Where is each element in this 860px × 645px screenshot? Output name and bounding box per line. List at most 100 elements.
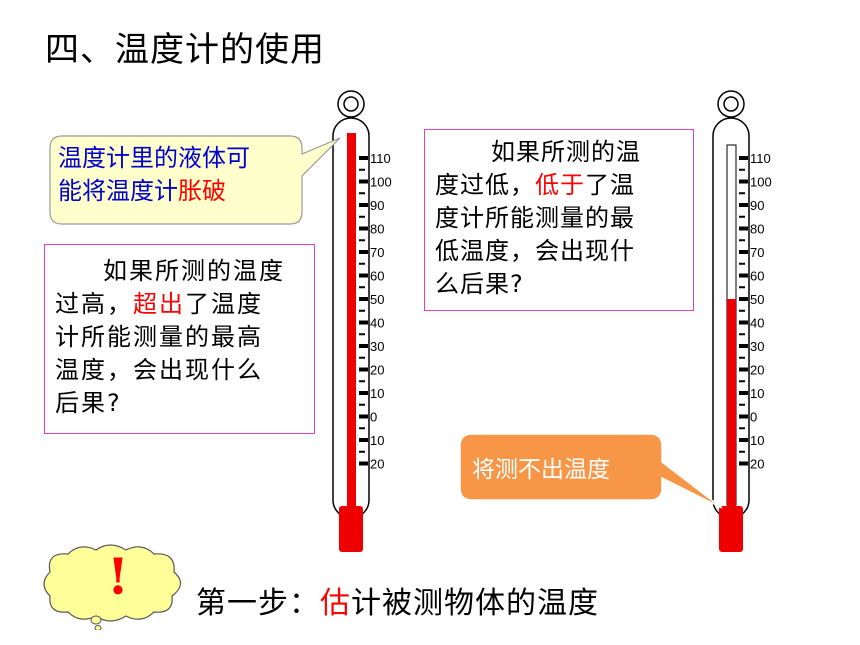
question-low-line1: 如果所测的温 <box>491 138 641 166</box>
question-high-line5: 后果? <box>55 389 122 417</box>
liquid-column <box>727 299 736 508</box>
step-suffix: 计被测物体的温度 <box>351 586 599 621</box>
scale-minor-tick <box>359 427 365 430</box>
scale-label: 70 <box>750 245 764 260</box>
scale-tick <box>359 203 368 207</box>
scale-tick <box>739 273 748 278</box>
liquid-bulb <box>339 506 363 552</box>
question-high-line2b: 了温度 <box>185 290 263 318</box>
scale-label: 100 <box>750 175 772 190</box>
scale-tick <box>739 226 748 231</box>
scale-label: 100 <box>370 175 392 190</box>
scale-tick <box>359 179 368 184</box>
scale-minor-tick <box>739 427 745 430</box>
step-one: 第一步：估计被测物体的温度 <box>196 578 599 622</box>
scale-minor-tick <box>359 380 365 383</box>
scale-label: 40 <box>370 316 384 331</box>
scale-tick <box>359 367 368 372</box>
scale-minor-tick <box>359 286 365 289</box>
liquid-bulb <box>719 506 743 552</box>
question-high-line2a: 过高， <box>55 290 133 318</box>
scale-minor-tick <box>739 192 745 195</box>
scale-tick <box>739 414 748 419</box>
scale-tick <box>359 438 368 442</box>
scale-label: 90 <box>370 198 384 213</box>
scale-tick <box>739 297 748 301</box>
question-box-high: 如果所测的温度 过高，超出了温度 计所能测量的最高 温度，会出现什么 后果? <box>44 244 315 434</box>
scale-minor-tick <box>359 168 365 171</box>
scale-minor-tick <box>739 309 745 312</box>
scale-label: 20 <box>750 363 764 378</box>
scale-label: 80 <box>750 222 764 237</box>
scale-label: 40 <box>750 316 764 331</box>
scale-minor-tick <box>739 215 745 218</box>
hang-ring-inner <box>723 96 739 112</box>
scale-tick <box>359 250 368 254</box>
scale-tick <box>359 320 368 325</box>
question-high-line4: 温度，会出现什么 <box>55 356 263 384</box>
question-low-line2a: 度过低， <box>435 171 535 199</box>
callout-burst-text: 温度计里的液体可 能将温度计胀破 <box>58 142 308 208</box>
scale-minor-tick <box>739 286 745 289</box>
scale-label: 10 <box>370 433 384 448</box>
scale-tick <box>359 414 368 419</box>
scale-tick <box>359 344 368 348</box>
scale-minor-tick <box>739 403 745 406</box>
scale-tick <box>359 226 368 231</box>
scale-minor-tick <box>739 356 745 359</box>
scale-label: 110 <box>370 151 391 166</box>
scale-tick <box>739 179 748 184</box>
scale-minor-tick <box>739 168 745 171</box>
question-high-highlight: 超出 <box>133 290 185 318</box>
question-box-low: 如果所测的温 度过低，低于了温 度计所能测量的最 低温度，会出现什 么后果? <box>424 129 694 311</box>
scale-tick <box>739 438 748 442</box>
scale-tick <box>359 273 368 278</box>
scale-label: 30 <box>370 339 384 354</box>
scale-label: 50 <box>750 292 764 307</box>
scale-minor-tick <box>359 309 365 312</box>
scale-label: 20 <box>370 457 384 472</box>
scale-tick <box>739 391 748 395</box>
scale-label: 0 <box>370 410 377 425</box>
scale-label: 20 <box>370 363 384 378</box>
scale-label: 60 <box>750 269 764 284</box>
scale-tick <box>739 156 748 160</box>
scale-label: 110 <box>750 151 771 166</box>
hang-ring-inner <box>343 96 359 112</box>
scale-tick <box>739 367 748 372</box>
scale-minor-tick <box>359 215 365 218</box>
scale-minor-tick <box>739 239 745 242</box>
scale-label: 10 <box>750 433 764 448</box>
scale-label: 50 <box>370 292 384 307</box>
scale-minor-tick <box>739 450 745 453</box>
scale-tick <box>739 203 748 207</box>
scale-minor-tick <box>359 333 365 336</box>
scale-label: 0 <box>750 410 757 425</box>
scale-minor-tick <box>359 262 365 265</box>
scale-label: 10 <box>750 386 764 401</box>
thought-cloud: ! <box>43 544 182 630</box>
callout-burst-line2: 能将温度计 <box>58 177 178 205</box>
callout-burst-line1: 温度计里的液体可 <box>58 144 250 172</box>
question-low-line5: 么后果? <box>435 270 524 298</box>
scale-minor-tick <box>739 262 745 265</box>
callout-unmeasurable-bubble <box>460 433 723 509</box>
scale-tick <box>739 320 748 325</box>
question-low-highlight: 低于 <box>535 171 585 199</box>
scale-minor-tick <box>739 333 745 336</box>
scale-label: 70 <box>370 245 384 260</box>
scale-label: 20 <box>750 457 764 472</box>
scale-minor-tick <box>359 356 365 359</box>
scale-minor-tick <box>359 192 365 195</box>
scale-tick <box>359 391 368 395</box>
page-title: 四、温度计的使用 <box>45 30 325 70</box>
scale-label: 30 <box>750 339 764 354</box>
scale-tick <box>359 297 368 301</box>
step-highlight: 估 <box>320 586 351 621</box>
scale-minor-tick <box>739 380 745 383</box>
scale-tick <box>739 344 748 348</box>
